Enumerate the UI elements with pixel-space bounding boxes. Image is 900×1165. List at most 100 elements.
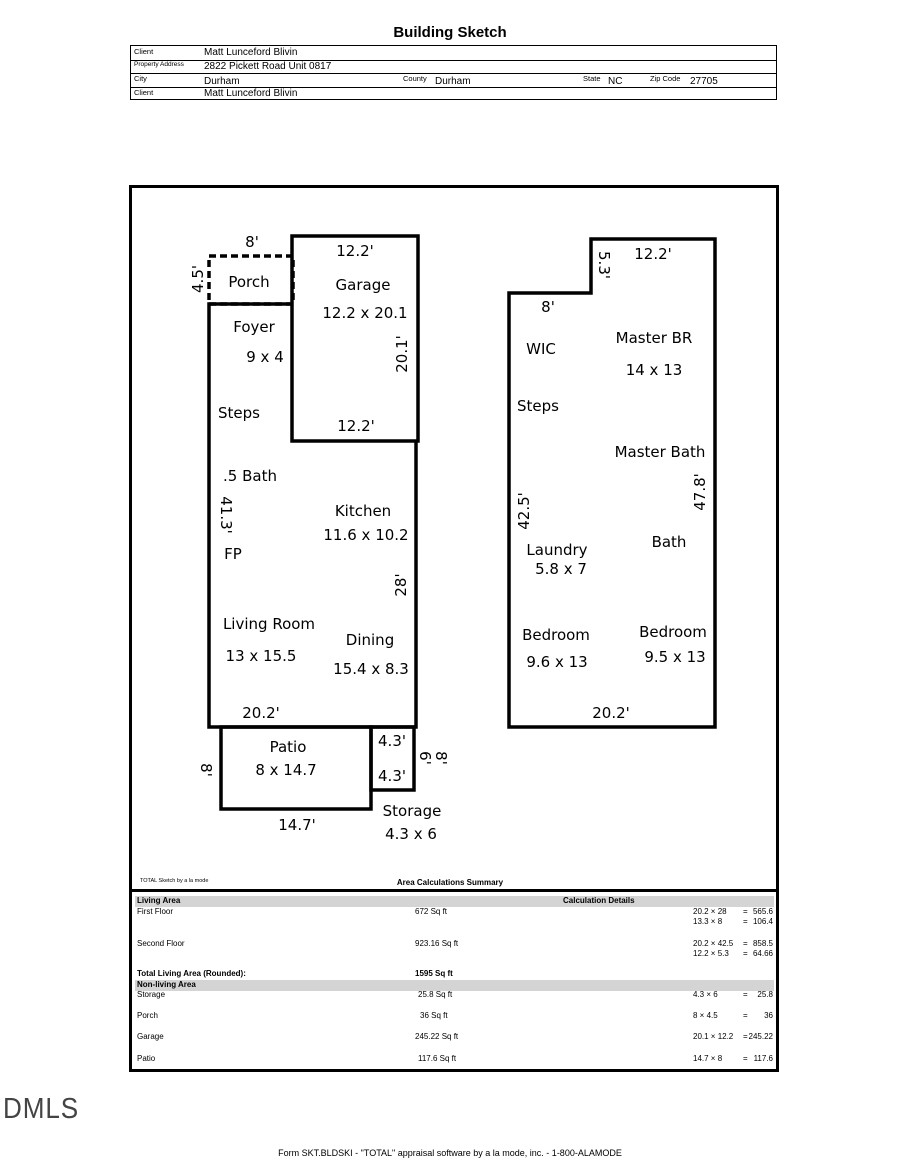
header-row-client2: Client Matt Lunceford Blivin [131, 87, 776, 101]
calc-result: 565.6 [752, 907, 773, 916]
room-label-patio: Patio [269, 738, 307, 756]
area-summary: Living Area Calculation Details First Fl… [130, 889, 777, 1073]
non-living-header: Non-living Area [135, 980, 774, 991]
client-value: Matt Lunceford Blivin [204, 47, 298, 58]
room-label-bath: Bath [651, 533, 687, 551]
row-name: First Floor [137, 907, 173, 916]
living-area-header: Living Area Calculation Details [135, 896, 774, 907]
dim-label: 14.7' [278, 816, 316, 834]
room-label-bedroom: Bedroom [522, 626, 590, 644]
dim-label: 8' [432, 751, 450, 765]
calculation-details-label: Calculation Details [563, 896, 635, 905]
page-title: Building Sketch [393, 24, 507, 41]
second-floor-outline [507, 237, 717, 729]
dim-label: 20.2' [592, 704, 630, 722]
room-size: 14 x 13 [625, 361, 683, 379]
calc-eq: = [743, 1011, 748, 1020]
dim-label: 4.5' [189, 265, 207, 293]
row-area: 245.22 Sq ft [415, 1032, 459, 1041]
dim-label: 8' [541, 298, 555, 316]
room-label-porch: Porch [228, 273, 270, 291]
dim-label: 47.8' [691, 473, 709, 511]
room-label-storage: Storage [382, 802, 442, 820]
room-label-bedroom: Bedroom [639, 623, 707, 641]
dim-label: 4.3' [378, 732, 406, 750]
row-area: 923.16 Sq ft [415, 939, 459, 948]
state-label: State [583, 74, 601, 83]
summary-row: Storage 25.8 Sq ft 4.3 × 6=25.8 [135, 990, 774, 1001]
dim-label: 5.3' [595, 251, 613, 279]
calc-expr: 4.3 × 6 [693, 990, 718, 999]
client2-label: Client [134, 87, 154, 97]
summary-row: Patio 117.6 Sq ft 14.7 × 8=117.6 [135, 1054, 774, 1065]
row-name: Storage [137, 990, 166, 999]
calc-result: 64.66 [752, 949, 773, 958]
room-size: 8 x 14.7 [255, 761, 317, 779]
calc-expr: 8 × 4.5 [693, 1011, 718, 1020]
dim-label: 12.2' [337, 417, 375, 435]
city-value: Durham [204, 76, 240, 87]
calc-result: 36 [764, 1011, 773, 1020]
room-size: 5.8 x 7 [535, 560, 587, 578]
client2-value: Matt Lunceford Blivin [204, 87, 298, 99]
summary-row: Garage 245.22 Sq ft 20.1 × 12.2=245.22 [135, 1032, 774, 1043]
footer-text: Form SKT.BLDSKI - "TOTAL" appraisal soft… [278, 1148, 622, 1158]
garage-outline [290, 234, 420, 443]
client-label: Client [134, 47, 154, 56]
calc-eq: = [743, 1054, 748, 1063]
room-label-dining: Dining [345, 631, 395, 649]
total-living-row: Total Living Area (Rounded): 1595 Sq ft [135, 969, 774, 980]
calc-result: 858.5 [752, 939, 773, 948]
room-label-kitchen: Kitchen [334, 502, 392, 520]
dim-label: 41.3' [217, 496, 235, 534]
summary-row: First Floor 672 Sq ft 20.2 × 28 = 565.6 13… [135, 907, 774, 926]
dim-label: 8' [245, 233, 259, 251]
room-label-steps: Steps [517, 397, 559, 415]
calc-result: 106.4 [752, 917, 773, 926]
non-living-label: Non-living Area [137, 980, 196, 989]
row-name: Garage [137, 1032, 164, 1041]
dim-label: 20.1' [393, 335, 411, 373]
room-size: 11.6 x 10.2 [323, 526, 409, 544]
room-label-fireplace: FP [224, 545, 242, 563]
calc-eq: = [743, 939, 748, 948]
room-label-master-br: Master BR [615, 329, 693, 347]
room-size: 9.6 x 13 [526, 653, 588, 671]
header-table: Client Matt Lunceford Blivin Property Ad… [130, 45, 777, 100]
header-row-address: Property Address 2822 Pickett Road Unit … [131, 60, 776, 74]
calc-expr: 13.3 × 8 [693, 917, 723, 926]
summary-title: Area Calculations Summary [396, 878, 504, 887]
summary-row: Porch 36 Sq ft 8 × 4.5=36 [135, 1011, 774, 1022]
header-row-client: Client Matt Lunceford Blivin [131, 46, 776, 61]
calc-eq: = [743, 949, 748, 958]
calc-eq: = [743, 917, 748, 926]
address-value: 2822 Pickett Road Unit 0817 [204, 60, 332, 72]
county-value: Durham [435, 76, 471, 87]
total-label: Total Living Area (Rounded): [137, 969, 246, 978]
calc-expr: 14.7 × 8 [693, 1054, 723, 1063]
room-label-half-bath: .5 Bath [223, 467, 277, 485]
calc-eq: = [743, 990, 748, 999]
calc-expr: 20.1 × 12.2 [693, 1032, 734, 1041]
row-area: 36 Sq ft [420, 1011, 448, 1020]
room-size: 12.2 x 20.1 [322, 304, 408, 322]
dim-label: 12.2' [336, 242, 374, 260]
sketch-credit: TOTAL Sketch by a la mode [140, 878, 209, 884]
room-label-laundry: Laundry [526, 541, 588, 559]
calc-expr: 20.2 × 28 [693, 907, 727, 916]
calc-eq: = [743, 1032, 748, 1041]
calc-expr: 20.2 × 42.5 [693, 939, 734, 948]
room-size: 15.4 x 8.3 [333, 660, 409, 678]
calc-result: 117.6 [753, 1054, 773, 1063]
state-value: NC [608, 76, 623, 87]
room-label-living-room: Living Room [222, 615, 316, 633]
row-area: 672 Sq ft [415, 907, 448, 916]
total-value: 1595 Sq ft [415, 969, 453, 978]
storage-outline [369, 725, 416, 792]
city-label: City [134, 74, 147, 83]
calc-eq: = [743, 907, 748, 916]
calc-expr: 12.2 × 5.3 [693, 949, 729, 958]
address-label: Property Address [134, 60, 184, 68]
dmls-watermark: DMLS [3, 1093, 80, 1125]
